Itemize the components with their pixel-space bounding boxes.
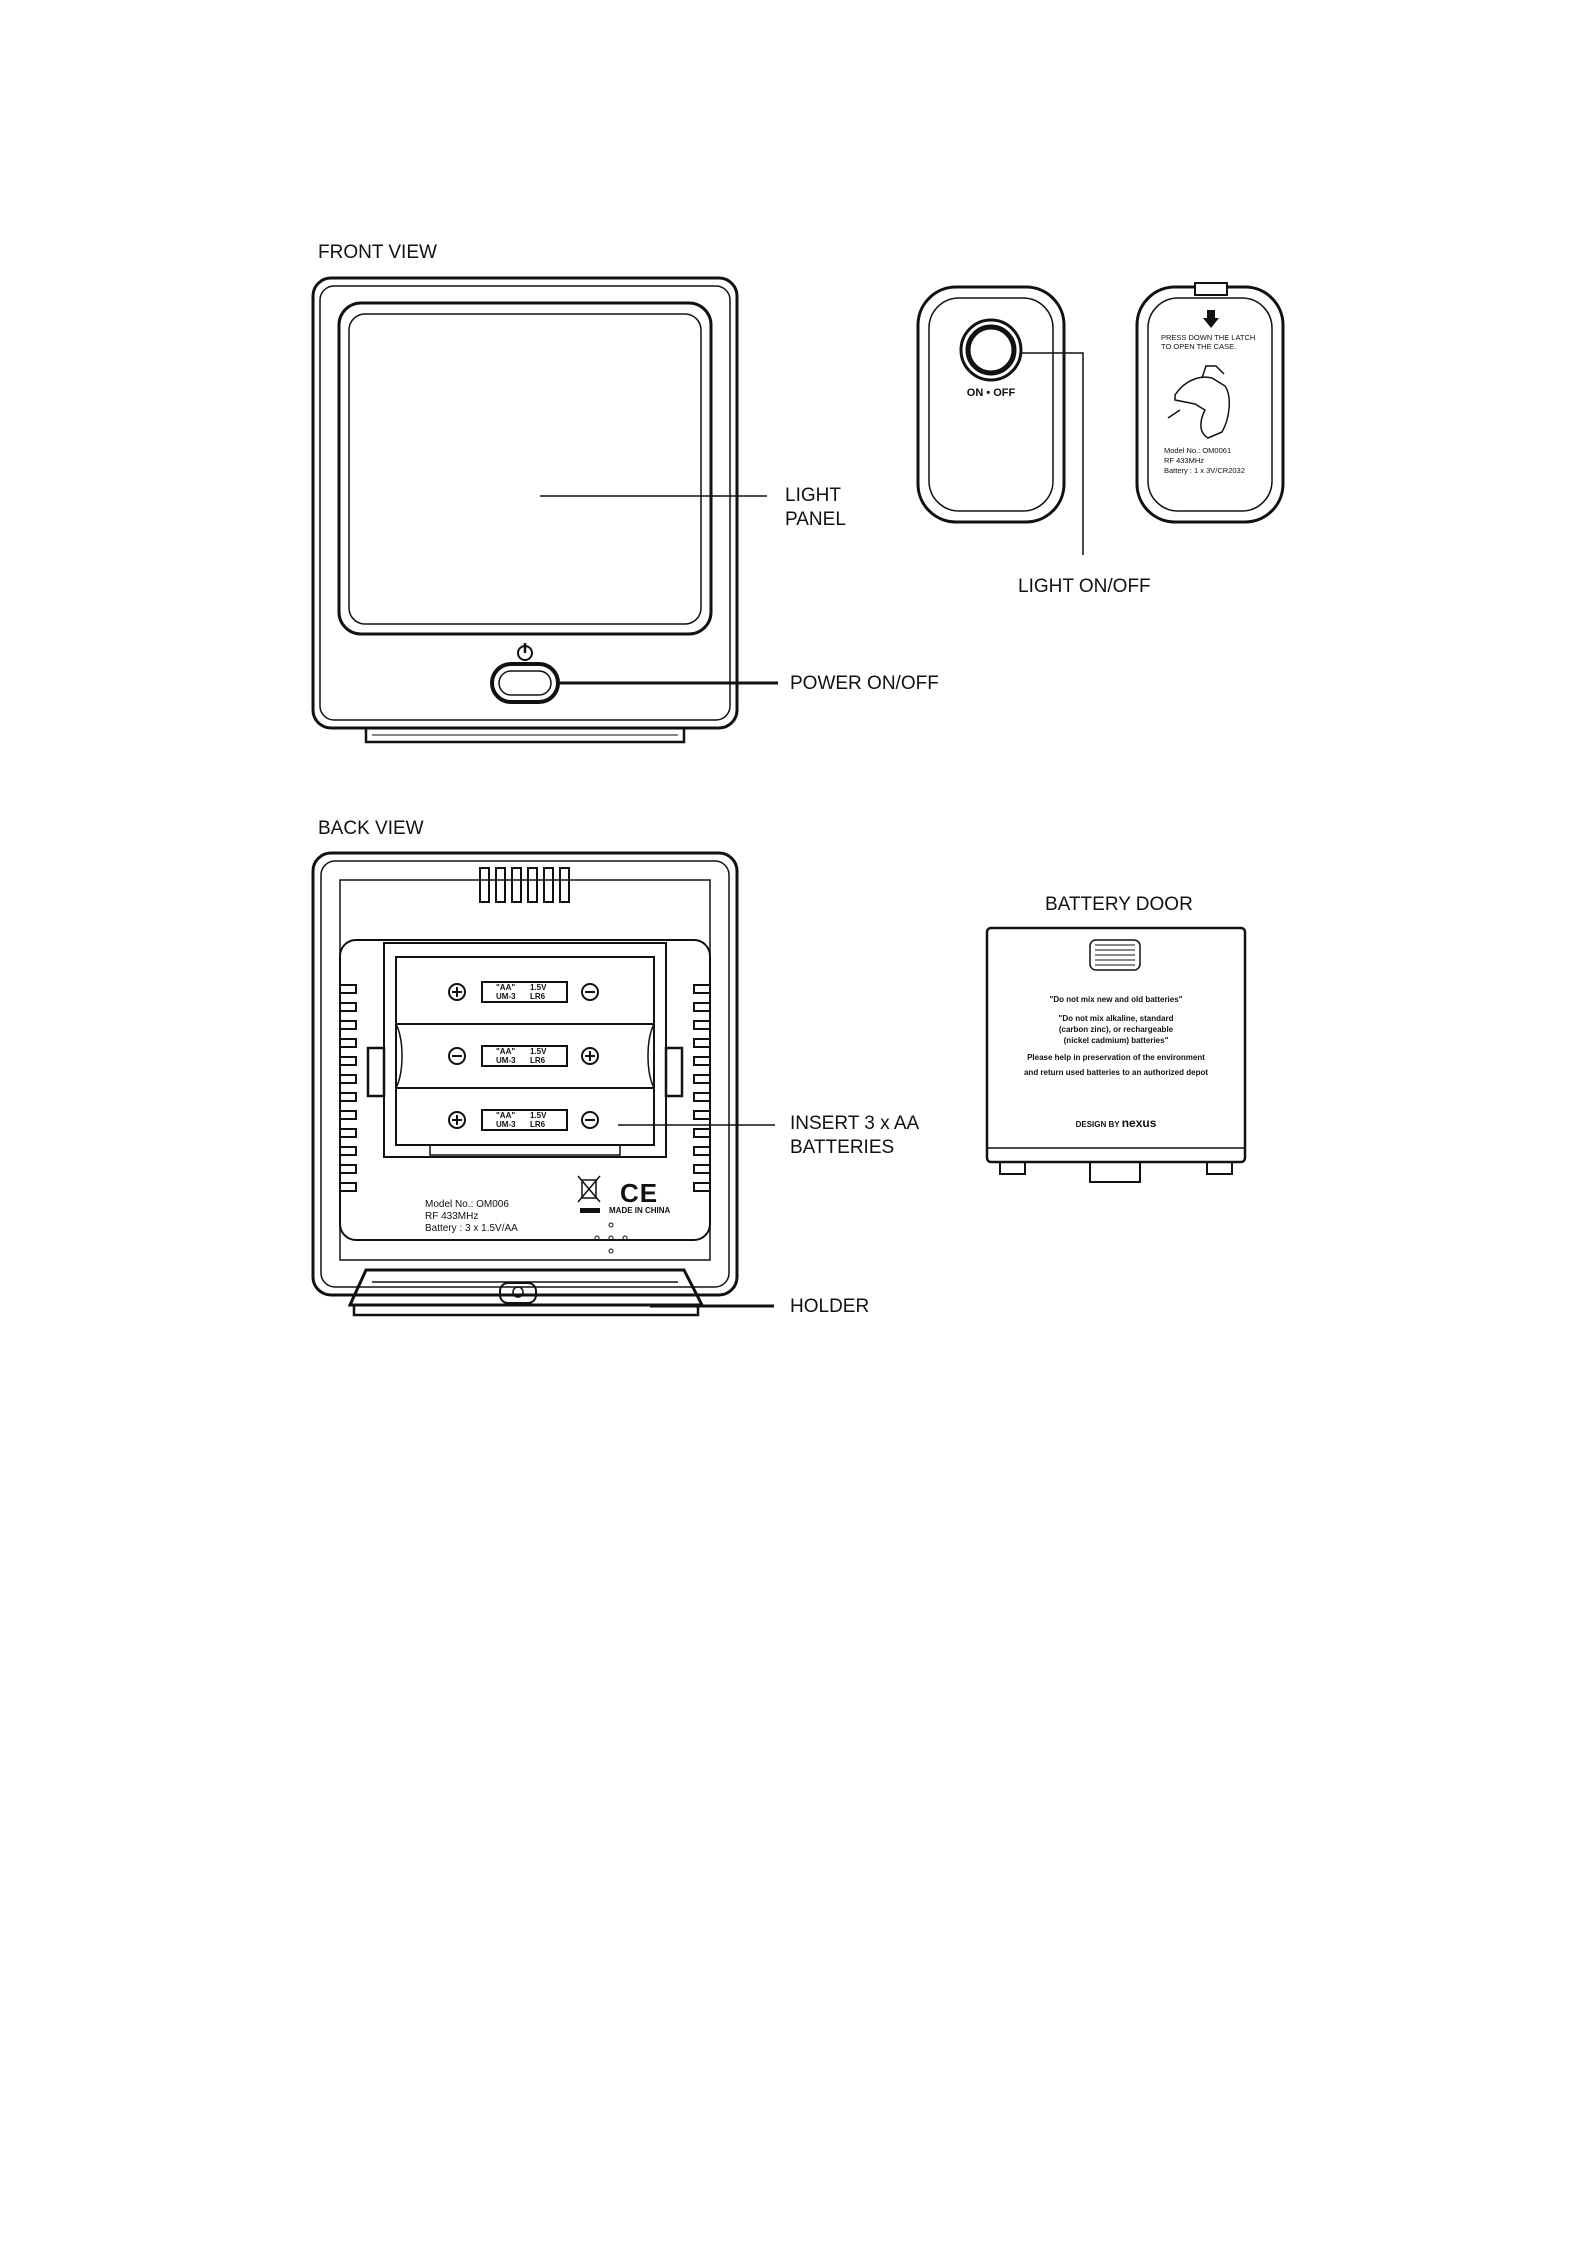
cell2-lr6: LR6 [530,1056,546,1065]
made-in-china: MADE IN CHINA [609,1206,671,1215]
power-onoff-label: POWER ON/OFF [790,673,939,694]
door-line1: "Do not mix new and old batteries" [1049,995,1183,1004]
cell1-volt: 1.5V [530,983,547,992]
remote-back-label-area: PRESS DOWN THE LATCH TO OPEN THE CASE. [1161,333,1255,351]
door-line3: (carbon zinc), or rechargeable [1058,1025,1174,1034]
nexus-logo: nexus [1121,1116,1157,1130]
door-line5: Please help in preservation of the envir… [1027,1053,1205,1062]
remote-button-label: ON • OFF [966,387,1016,399]
remote-rf: RF 433MHz [1164,456,1205,465]
cell1-um3: UM-3 [496,992,516,1001]
light-panel-label-line2: PANEL [785,509,846,530]
remote-model: Model No.: OM0061 [1164,446,1232,455]
cell2-um3: UM-3 [496,1056,516,1065]
cell3-volt: 1.5V [530,1111,547,1120]
cell3-lr6: LR6 [530,1120,546,1129]
remote-battery: Battery : 1 x 3V/CR2032 [1164,466,1245,475]
cell1-aa: "AA" [496,983,516,992]
back-battery: Battery : 3 x 1.5V/AA [425,1223,518,1234]
light-panel-label-line1: LIGHT [785,485,841,506]
battery-door-heading: BATTERY DOOR [1045,894,1193,915]
back-rf: RF 433MHz [425,1211,479,1222]
back-model: Model No.: OM006 [425,1199,509,1210]
design-by-prefix: DESIGN BY [1075,1120,1120,1129]
cell2-volt: 1.5V [530,1047,547,1056]
latch-line2: TO OPEN THE CASE. [1161,342,1237,351]
cell1-lr6: LR6 [530,992,546,1001]
ce-mark: CE [620,1178,659,1208]
design-by: DESIGN BY nexus [990,1116,1242,1130]
door-line6: and return used batteries to an authoriz… [1023,1068,1209,1077]
cell2-aa: "AA" [496,1047,516,1056]
light-panel-label: LIGHT PANEL [785,484,846,532]
holder-label: HOLDER [790,1296,870,1317]
remote-back-spec: Model No.: OM0061 RF 433MHz Battery : 1 … [1164,446,1245,476]
cell3-aa: "AA" [496,1111,516,1120]
insert-batteries-label: INSERT 3 x AA BATTERIES [790,1112,919,1160]
front-view-heading: FRONT VIEW [318,242,437,263]
cell3-um3: UM-3 [496,1120,516,1129]
door-line4: (nickel cadmium) batteries" [1063,1036,1169,1045]
light-onoff-label: LIGHT ON/OFF [1018,576,1151,597]
back-view-heading: BACK VIEW [318,818,424,839]
door-line2: "Do not mix alkaline, standard [1058,1014,1174,1023]
back-spec: Model No.: OM006 RF 433MHz Battery : 3 x… [425,1199,518,1235]
insert-line2: BATTERIES [790,1137,895,1158]
insert-line1: INSERT 3 x AA [790,1113,920,1134]
latch-line1: PRESS DOWN THE LATCH [1161,333,1256,342]
battery-door-text: "Do not mix new and old batteries" "Do n… [990,994,1242,1078]
